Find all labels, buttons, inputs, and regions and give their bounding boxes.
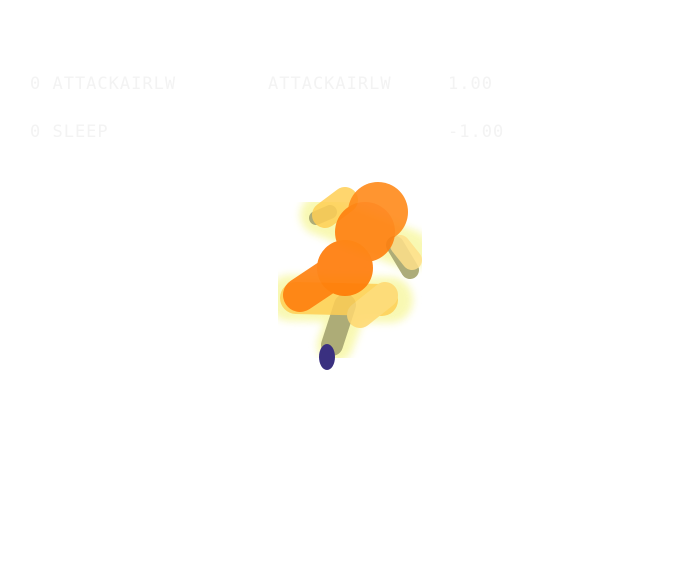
overlay-right-line-2: -1.00: [448, 122, 505, 142]
overlay-center-line-1: ATTACKAIRLW: [268, 74, 392, 94]
torso-orange: [283, 182, 408, 312]
overlay-right-line-1: 1.00: [448, 74, 493, 94]
overlay-left-line-2: 0 SLEEP: [30, 122, 109, 142]
overlay-right: 1.00 -1.00: [448, 44, 504, 172]
foot: [319, 344, 335, 370]
overlay-center: ATTACKAIRLW: [268, 44, 392, 124]
overlay-left-line-1: 0 ATTACKAIRLW: [30, 74, 177, 94]
overlay-left: 0 ATTACKAIRLW 0 SLEEP: [30, 44, 176, 172]
